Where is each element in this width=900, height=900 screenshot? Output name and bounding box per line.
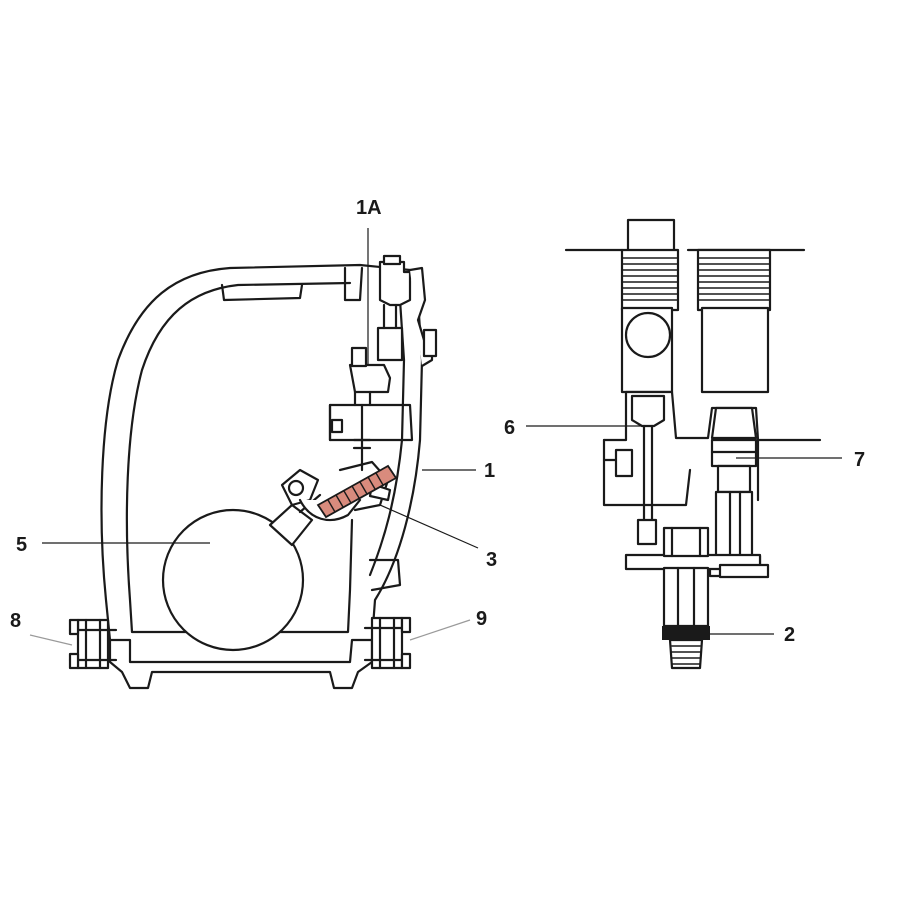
leader-3 (379, 504, 479, 549)
callout-3: 3 (486, 549, 498, 571)
callout-2: 2 (784, 624, 796, 646)
float-ball (161, 493, 322, 652)
callout-1: 1 (484, 460, 496, 482)
leader-9 (409, 619, 471, 641)
leader-lines (29, 228, 842, 646)
air-vent-assembly (348, 254, 438, 472)
callout-5: 5 (16, 534, 28, 556)
valve-detail (564, 218, 822, 670)
inlet-flange-left (68, 618, 118, 670)
spring (316, 464, 398, 519)
callout-9: 9 (476, 608, 488, 630)
leader-8 (29, 634, 73, 646)
callout-6: 6 (504, 417, 516, 439)
callout-7: 7 (854, 449, 866, 471)
trap-body (100, 263, 424, 690)
callout-1a: 1A (356, 197, 382, 219)
outlet-flange-right (363, 616, 412, 670)
callout-8: 8 (10, 610, 22, 632)
